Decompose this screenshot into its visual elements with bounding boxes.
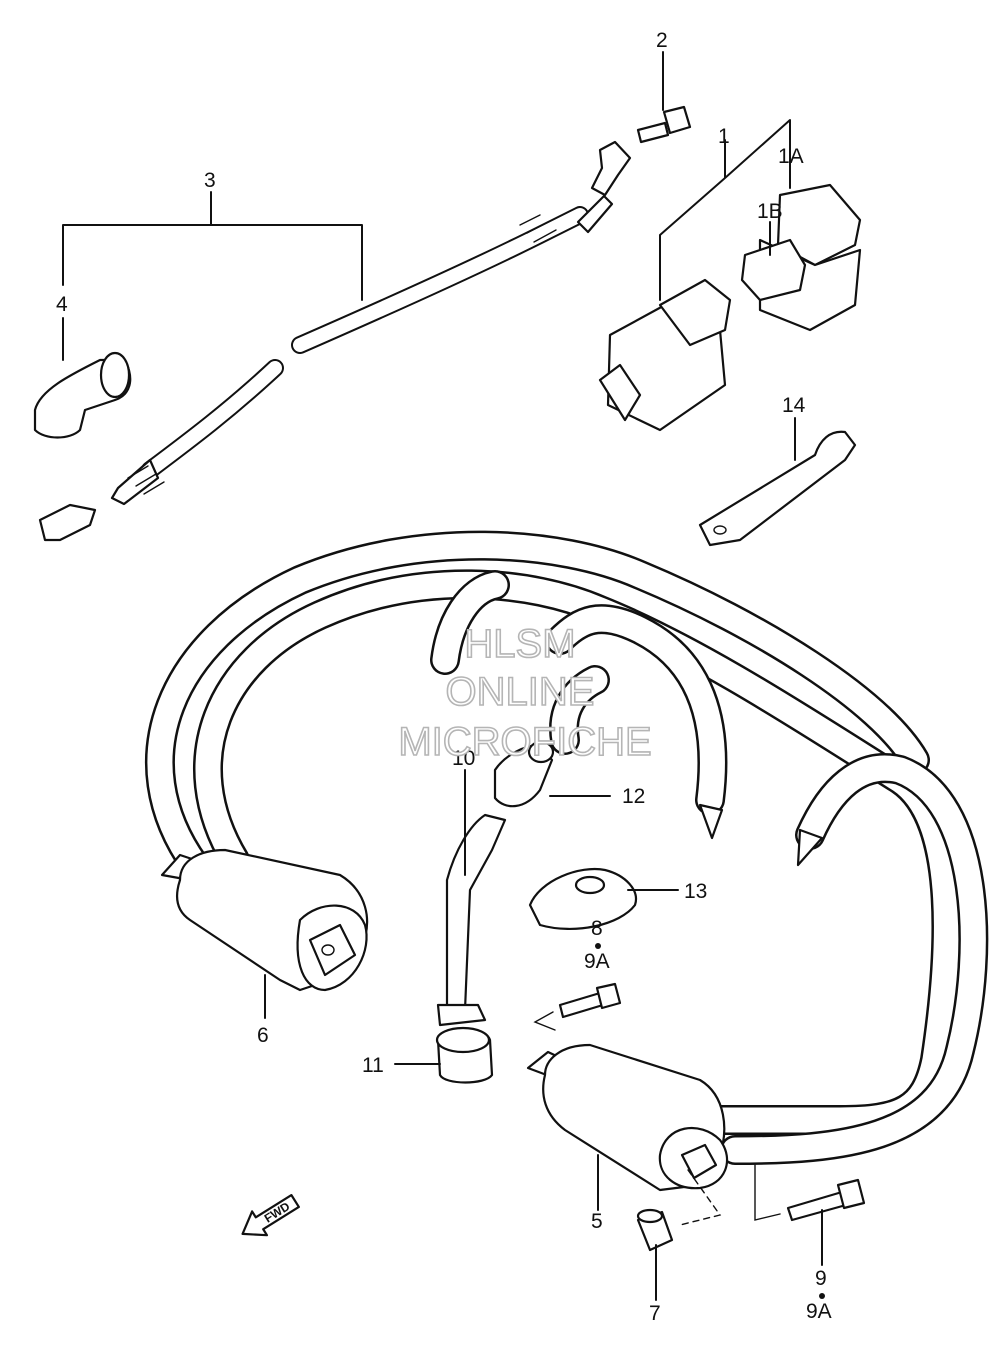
callout-2: 2 <box>656 29 668 52</box>
callout-9A-lower: 9A <box>806 1300 832 1323</box>
watermark-line-1: HLSM <box>464 622 575 666</box>
ignition-coil-part-6 <box>160 848 369 992</box>
bolt-part-2 <box>636 105 692 144</box>
callout-5: 5 <box>591 1210 603 1233</box>
watermark-line-3: MICROFICHE <box>398 720 651 764</box>
bolt-part-9-lower <box>786 1178 866 1222</box>
callout-3: 3 <box>204 169 216 192</box>
callout-11: 11 <box>362 1054 384 1077</box>
callout-1B: 1B <box>757 200 783 223</box>
assembly-guides <box>533 1011 781 1226</box>
callout-13: 13 <box>684 880 707 903</box>
watermark: HLSM ONLINE MICROFICHE <box>398 621 653 765</box>
bullet-dot-lower <box>819 1293 825 1299</box>
cap-nut-part-12 <box>493 740 555 808</box>
ignition-coil-part-5 <box>526 1043 729 1192</box>
leader-lines <box>62 51 823 1301</box>
callout-6: 6 <box>257 1024 269 1047</box>
lead-wire-assembly <box>38 140 632 542</box>
callout-8: 8 <box>591 917 603 940</box>
callout-14: 14 <box>782 394 806 417</box>
callout-labels: 1 1A 1B 2 3 4 14 10 12 13 8 9A 6 11 5 7 … <box>56 29 832 1325</box>
collar-part-7 <box>636 1208 674 1252</box>
coupler-part-1 <box>598 278 732 432</box>
callout-9A-upper: 9A <box>584 950 610 973</box>
callout-10: 10 <box>452 747 475 770</box>
bullet-dot-upper <box>595 943 601 949</box>
grommet-part-11 <box>435 1026 494 1084</box>
plug-cap-part-10 <box>436 813 507 1027</box>
watermark-line-2: ONLINE <box>446 670 595 714</box>
callout-1: 1 <box>718 125 730 148</box>
fwd-arrow-icon: FWD <box>241 1194 300 1237</box>
bracket-part-14 <box>698 430 857 547</box>
callout-4: 4 <box>56 293 68 316</box>
coupler-part-1B <box>740 238 807 302</box>
high-tension-cables <box>145 530 989 1165</box>
callout-1A: 1A <box>778 145 804 168</box>
callout-7: 7 <box>649 1302 661 1325</box>
callout-9: 9 <box>815 1267 827 1290</box>
callout-12: 12 <box>622 785 645 808</box>
washer-part-13 <box>528 867 638 931</box>
bolt-part-9-upper <box>558 982 622 1019</box>
cap-part-4 <box>33 351 132 439</box>
